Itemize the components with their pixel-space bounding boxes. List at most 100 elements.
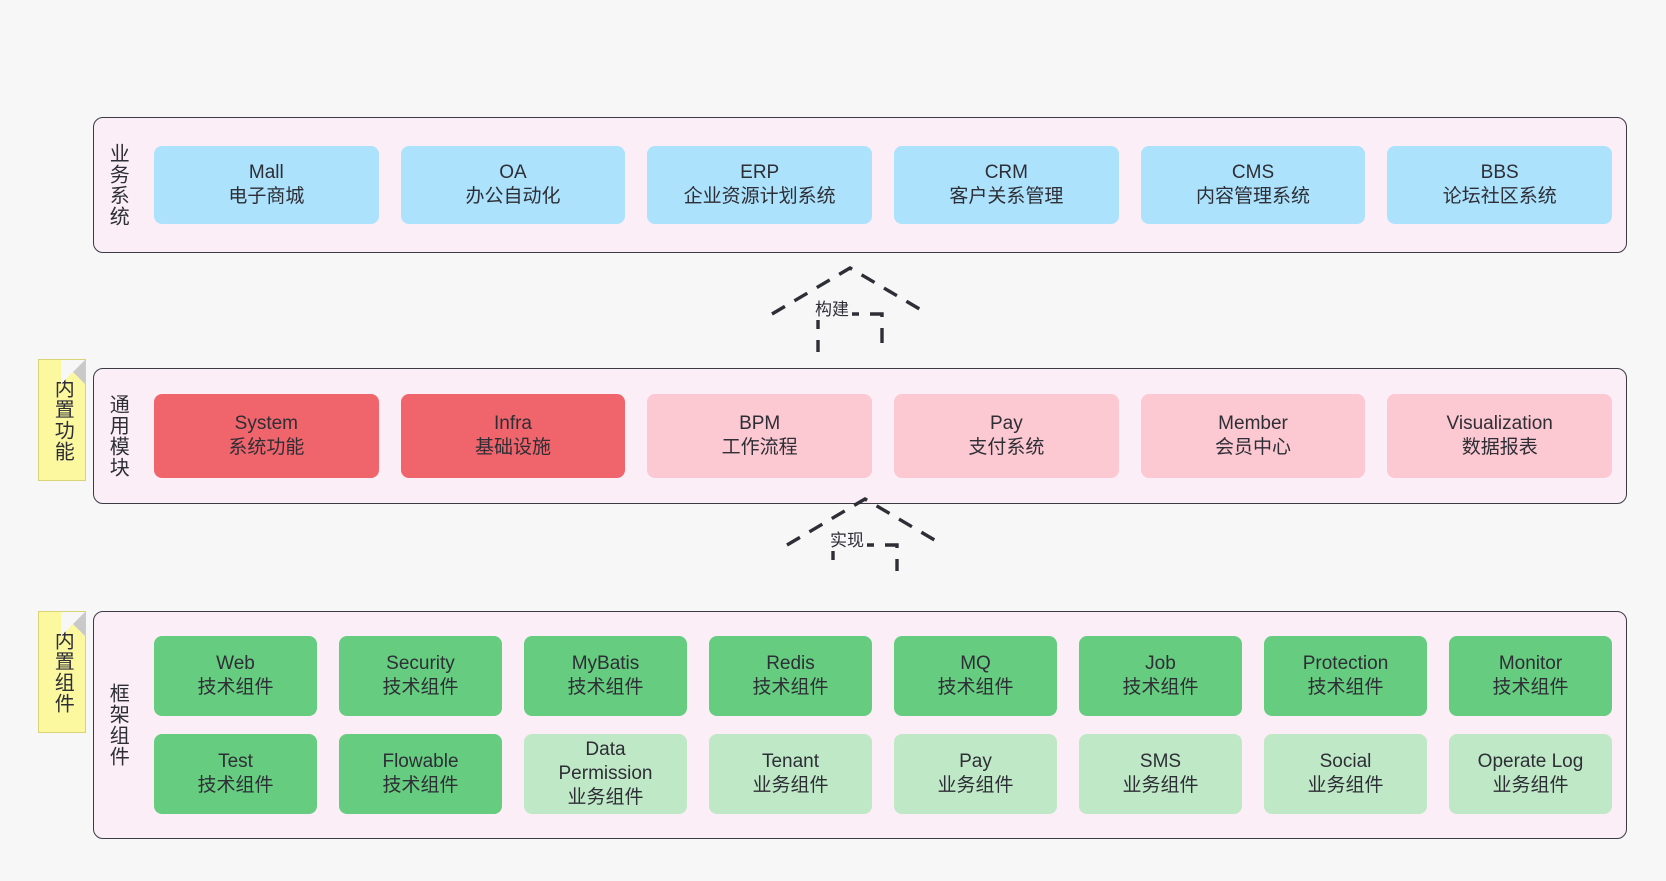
box-job[interactable]: Job 技术组件 [1079,636,1242,716]
arrow-build-head [771,266,929,316]
box-member[interactable]: Member 会员中心 [1140,394,1366,478]
box-bbs-name: BBS [1480,161,1519,183]
box-cms-desc: 内容管理系统 [1196,186,1311,207]
box-visualization[interactable]: Visualization 数据报表 [1387,394,1613,478]
arrow-implement-label: 实现 [827,526,867,551]
note-fold-cut-icon [61,360,85,384]
row-business-components: Test 技术组件 Flowable 技术组件 Data Permission … [154,734,1612,814]
box-infra-name: Infra [493,412,533,434]
box-member-name: Member [1218,412,1288,434]
box-system[interactable]: System 系统功能 [154,394,379,478]
box-security-name: Security [386,652,455,674]
box-mq-name: MQ [960,652,991,674]
box-protection[interactable]: Protection 技术组件 [1264,636,1427,716]
note-fold-cut-icon-2 [61,612,85,636]
box-sms-desc: 业务组件 [1122,775,1199,796]
box-pay-module-name: Pay [989,412,1023,434]
box-crm-name: CRM [984,161,1028,183]
box-system-desc: 系统功能 [228,437,305,458]
box-web-name: Web [216,652,255,674]
box-mq-desc: 技术组件 [937,677,1014,698]
box-crm[interactable]: CRM 客户关系管理 [894,146,1119,224]
box-mybatis-desc: 技术组件 [567,677,644,698]
box-bbs[interactable]: BBS 论坛社区系统 [1387,146,1613,224]
note-builtin-components-text: 内置组件 [51,630,74,714]
box-pay-module[interactable]: Pay 支付系统 [894,394,1119,478]
box-infra[interactable]: Infra 基础设施 [400,394,626,478]
box-tenant-name: Tenant [761,750,820,772]
box-operate-log[interactable]: Operate Log 业务组件 [1449,734,1612,814]
box-bpm[interactable]: BPM 工作流程 [647,394,873,478]
box-redis-desc: 技术组件 [752,677,829,698]
box-crm-desc: 客户关系管理 [949,186,1064,207]
box-flowable-name: Flowable [382,750,459,772]
row-business-systems: Mall 电子商城 OA 办公自动化 ERP 企业资源计划系统 CRM 客户关系… [154,146,1613,224]
box-data-permission[interactable]: Data Permission 业务组件 [524,734,687,814]
arrow-build-shaft [816,312,884,352]
box-bpm-desc: 工作流程 [721,437,798,458]
row-common-modules: System 系统功能 Infra 基础设施 BPM 工作流程 Pay 支付系统… [154,394,1613,478]
box-data-permission-name: Data Permission [558,738,653,784]
box-redis[interactable]: Redis 技术组件 [709,636,872,716]
box-monitor-name: Monitor [1498,652,1563,674]
box-flowable-desc: 技术组件 [382,775,459,796]
arrow-build-label: 构建 [812,295,852,320]
box-test-name: Test [218,750,253,772]
box-job-name: Job [1145,652,1176,674]
box-pay-module-desc: 支付系统 [968,437,1045,458]
box-oa-name: OA [499,161,527,183]
box-monitor[interactable]: Monitor 技术组件 [1449,636,1612,716]
box-cms-name: CMS [1231,161,1275,183]
box-erp[interactable]: ERP 企业资源计划系统 [647,146,873,224]
box-pay-component[interactable]: Pay 业务组件 [894,734,1057,814]
arrow-build [771,266,929,352]
arrow-implement-head [786,497,944,547]
box-redis-name: Redis [766,652,815,674]
box-security[interactable]: Security 技术组件 [339,636,502,716]
box-web[interactable]: Web 技术组件 [154,636,317,716]
box-sms[interactable]: SMS 业务组件 [1079,734,1242,814]
box-operate-log-desc: 业务组件 [1492,775,1569,796]
layer-body-framework-components: Web 技术组件 Security 技术组件 MyBatis 技术组件 Redi… [140,612,1626,838]
box-erp-name: ERP [740,161,780,183]
box-mybatis[interactable]: MyBatis 技术组件 [524,636,687,716]
box-mq[interactable]: MQ 技术组件 [894,636,1057,716]
box-test-desc: 技术组件 [197,775,274,796]
layer-common-modules: 通用模块 System 系统功能 Infra 基础设施 BPM 工作流程 Pay… [93,368,1627,504]
box-bbs-desc: 论坛社区系统 [1442,186,1557,207]
layer-framework-components: 框架组件 Web 技术组件 Security 技术组件 MyBatis 技术组件… [93,611,1627,839]
layer-business-system: 业务系统 Mall 电子商城 OA 办公自动化 ERP 企业资源计划系统 CRM… [93,117,1627,253]
box-pay-component-name: Pay [959,750,992,772]
box-test[interactable]: Test 技术组件 [154,734,317,814]
box-tenant[interactable]: Tenant 业务组件 [709,734,872,814]
box-security-desc: 技术组件 [382,677,459,698]
box-web-desc: 技术组件 [197,677,274,698]
layer-title-common-modules: 通用模块 [106,394,129,478]
box-visualization-name: Visualization [1446,412,1553,434]
box-flowable[interactable]: Flowable 技术组件 [339,734,502,814]
box-monitor-desc: 技术组件 [1492,677,1569,698]
box-sms-name: SMS [1139,750,1182,772]
box-cms[interactable]: CMS 内容管理系统 [1140,146,1366,224]
box-social-desc: 业务组件 [1307,775,1384,796]
box-pay-component-desc: 业务组件 [937,775,1014,796]
box-mall-desc: 电子商城 [228,186,305,207]
box-protection-name: Protection [1302,652,1389,674]
box-tenant-desc: 业务组件 [752,775,829,796]
box-social[interactable]: Social 业务组件 [1264,734,1427,814]
box-mall[interactable]: Mall 电子商城 [154,146,379,224]
row-tech-components: Web 技术组件 Security 技术组件 MyBatis 技术组件 Redi… [154,636,1612,716]
box-erp-desc: 企业资源计划系统 [683,186,836,207]
box-system-name: System [234,412,299,434]
layer-body-common-modules: System 系统功能 Infra 基础设施 BPM 工作流程 Pay 支付系统… [140,369,1626,503]
box-data-permission-desc: 业务组件 [567,787,644,809]
box-oa[interactable]: OA 办公自动化 [400,146,626,224]
box-job-desc: 技术组件 [1122,677,1199,698]
box-oa-desc: 办公自动化 [465,186,561,207]
layer-title-framework-components: 框架组件 [106,683,129,767]
box-mybatis-name: MyBatis [571,652,640,674]
note-builtin-features: 内置功能 [38,359,86,481]
box-visualization-desc: 数据报表 [1461,437,1538,458]
box-mall-name: Mall [248,161,284,183]
